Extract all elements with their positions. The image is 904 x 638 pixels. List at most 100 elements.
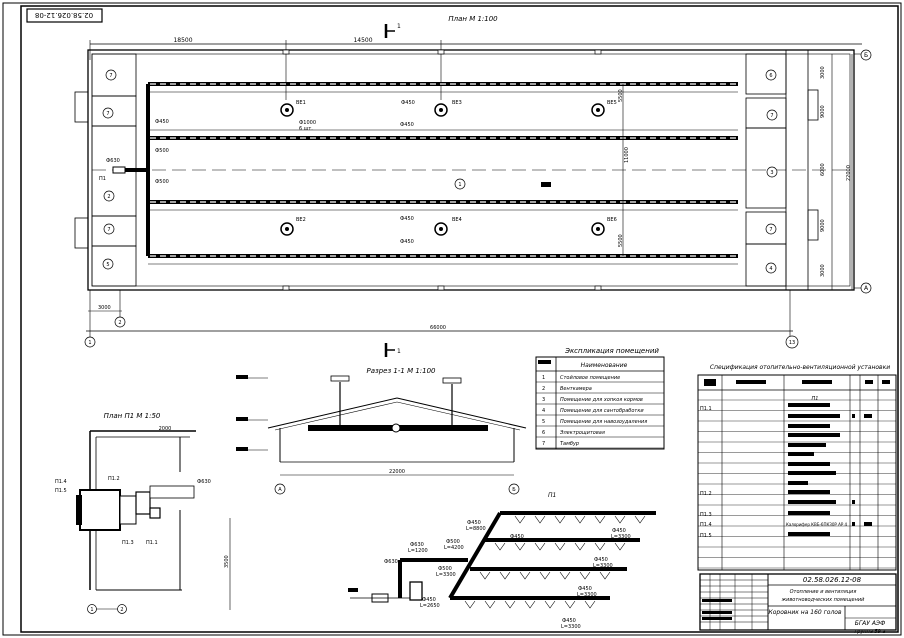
legend-title: Экспликация помещений <box>564 347 659 355</box>
tb-code: 02.58.026.12-08 <box>803 576 862 584</box>
axon-label-11: L=8800 <box>466 526 486 532</box>
axon-label-5: L=4200 <box>444 545 464 551</box>
legend-row-name: Электрощитовая <box>559 430 605 436</box>
legend-row-name: Помещение для хопкоя кормов <box>560 397 643 403</box>
room-num-7a: 7 <box>109 73 112 79</box>
pipe-label-1: Ф450 <box>401 100 415 106</box>
room-num-6: 6 <box>769 73 772 79</box>
legend-row-name: Помещение для навозоудаления <box>560 419 647 425</box>
pipe-label-5: Ф500 <box>155 148 169 154</box>
legend-row-name: Тамбур <box>560 441 579 447</box>
axon-label-10: Ф450 <box>467 520 481 526</box>
p1-dim-side: 3500 <box>224 555 230 568</box>
pipe-label-7: Ф450 <box>155 119 169 125</box>
axis-1-plan: 1 <box>88 340 91 346</box>
plan-title: План М 1:100 <box>448 15 498 23</box>
axon-label-1: Ф630 <box>384 559 398 565</box>
spec-group: П1 <box>812 396 819 402</box>
room-num-4: 4 <box>769 266 772 272</box>
fan-label-ve3: ВЕ3 <box>452 100 462 106</box>
legend-row-name: Стойловое помещение <box>560 375 620 381</box>
legend-row-number: 6 <box>542 430 545 436</box>
fan-label-ve5: ВЕ5 <box>607 100 617 106</box>
section-mark-label-2: 1 <box>397 348 401 355</box>
fan-note-diameter: Ф1000 <box>299 120 316 126</box>
axis-a-plan: А <box>864 285 869 292</box>
room-num-2: 2 <box>107 194 110 200</box>
axonometric-p1: П1 Ф630 Ф630 L=1200 Ф500 L=4200 Ф500 <box>348 492 656 630</box>
section-mark-bottom: 1 <box>384 343 401 357</box>
rooms-legend: Экспликация помещений Наименование 1 Стой… <box>535 347 665 450</box>
stamp-code: 02.58.026.12-08 <box>35 11 93 19</box>
spec-pos-3: П1.3 <box>700 512 712 518</box>
room-num-7d: 7 <box>770 113 773 119</box>
room-num-1: 1 <box>458 182 461 188</box>
axis-13-plan: 13 <box>789 340 795 346</box>
section-mark-top: 1 <box>384 23 401 38</box>
legend-header: Наименование <box>581 362 628 369</box>
p1-label-5: П1.5 <box>55 488 67 494</box>
room-num-7c: 7 <box>769 227 772 233</box>
building-plan: 18500 14500 <box>74 37 872 349</box>
pipe-label-6: Ф500 <box>155 179 169 185</box>
spec-table: Спецификация отопительно-вентиляционной … <box>697 364 897 571</box>
spec-pos-4: П1.4 <box>700 522 712 528</box>
section-axis-b: Б <box>512 487 516 493</box>
dim-right-3: 6000 <box>820 163 826 176</box>
section-1-1: Разрез 1-1 М 1:100 22000 А Б <box>236 367 527 495</box>
axon-label-15: Ф450 <box>594 557 608 563</box>
room-num-5: 5 <box>106 262 109 268</box>
axon-label-9: L=2650 <box>420 603 440 609</box>
axon-label-8: Ф450 <box>422 597 436 603</box>
p1-axis-1: 1 <box>90 607 93 613</box>
pipe-label-2: Ф450 <box>400 122 414 128</box>
axon-label-4: Ф500 <box>446 539 460 545</box>
tb-building: Коровник на 160 голов <box>768 609 841 616</box>
fan-note-count: 6 шт. <box>299 126 313 132</box>
plan-p1: План П1 М 1:50 Ф630 П1.4 П1.5 П1.2 П1.3 … <box>55 412 231 614</box>
p1-label-1: П1.1 <box>146 540 158 546</box>
tb-line1: Отопление и вентиляция <box>790 589 857 595</box>
axon-label-3: L=1200 <box>408 548 428 554</box>
axon-title: П1 <box>548 492 556 499</box>
fan-label-ve2: ВЕ2 <box>296 217 306 223</box>
axon-label-12: Ф450 <box>510 534 524 540</box>
legend-row-number: 1 <box>542 375 545 381</box>
legend-row-number: 7 <box>542 441 545 447</box>
dim-right-total: 22000 <box>846 165 852 181</box>
p1-pipe-label: Ф630 <box>197 479 211 485</box>
legend-row-number: 4 <box>542 408 545 414</box>
axis-2-plan: 2 <box>118 320 121 326</box>
tb-org-1: БГАУ АЭФ <box>855 620 886 627</box>
pipe-label-8: Ф630 <box>106 158 120 164</box>
dim-right-4: 9000 <box>820 219 826 232</box>
fan-label-ve4: ВЕ4 <box>452 217 462 223</box>
dim-inner-2: 11000 <box>624 147 630 163</box>
inner-frame <box>20 5 899 633</box>
legend-row-name: Венткамера <box>560 386 592 392</box>
dim-right-1: 3000 <box>820 66 826 79</box>
title-block: 02.58.026.12-08 Отопление и вентиляция ж… <box>699 573 897 635</box>
room-num-7b: 7 <box>107 227 110 233</box>
axon-label-19: Ф450 <box>562 618 576 624</box>
spec-pos-2: П1.2 <box>700 491 712 497</box>
spec-title: Спецификация отопительно-вентиляционной … <box>710 364 890 371</box>
p1-dim-top: 2000 <box>159 426 172 432</box>
room-markers <box>102 69 778 274</box>
axon-label-6: Ф500 <box>438 566 452 572</box>
dim-inner-1: 5500 <box>618 89 624 102</box>
room-num-7e: 7 <box>106 111 109 117</box>
dim-total: 66000 <box>430 325 446 331</box>
exhaust-fans: ВЕ1 ВЕ3 ВЕ5 ВЕ2 ВЕ4 ВЕ6 Ф1000 6 шт. <box>280 100 617 236</box>
axon-label-20: L=3300 <box>561 624 581 630</box>
p1-label-3: П1.3 <box>122 540 134 546</box>
fan-label-ve1: ВЕ1 <box>296 100 306 106</box>
dim-inner-3: 5500 <box>618 234 624 247</box>
p1-axis-2: 2 <box>120 607 123 613</box>
axon-label-17: Ф450 <box>578 586 592 592</box>
p1-label-2: П1.2 <box>108 476 120 482</box>
dim-left: 18500 <box>173 37 192 44</box>
